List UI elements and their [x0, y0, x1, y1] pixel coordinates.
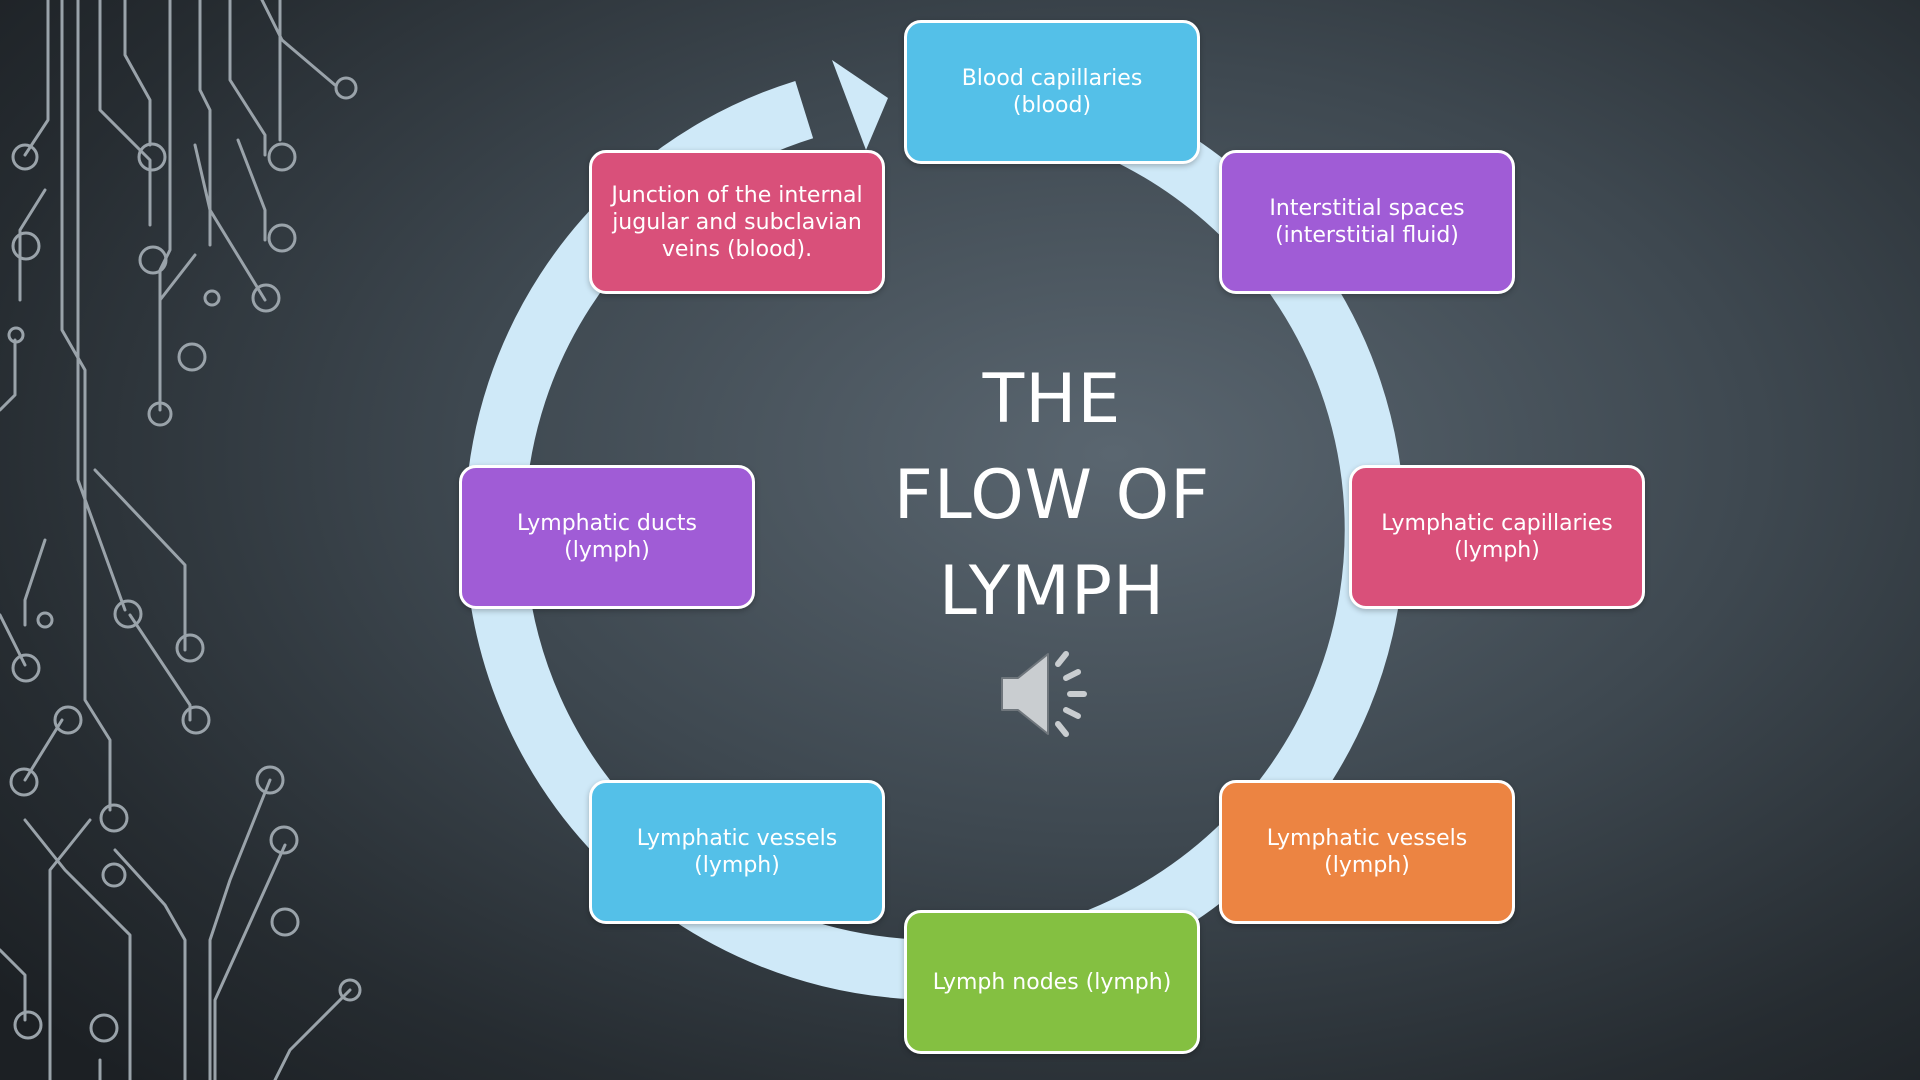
title-line-1: THE [982, 360, 1122, 439]
node-lymphatic-ducts: Lymphatic ducts (lymph) [459, 465, 755, 609]
circuit-nodes [7, 76, 362, 1043]
node-lymphatic-vessels-right: Lymphatic vessels (lymph) [1219, 780, 1515, 924]
speaker-icon[interactable] [996, 648, 1096, 740]
node-lymphatic-vessels-left: Lymphatic vessels (lymph) [589, 780, 885, 924]
circuit-decoration [0, 0, 362, 1080]
slide-title: THE FLOW OF LYMPH [852, 352, 1252, 640]
node-interstitial-spaces: Interstitial spaces (interstitial fluid) [1219, 150, 1515, 294]
node-junction-veins: Junction of the internal jugular and sub… [589, 150, 885, 294]
node-lymphatic-capillaries: Lymphatic capillaries (lymph) [1349, 465, 1645, 609]
title-line-3: LYMPH [938, 552, 1166, 631]
title-line-2: FLOW OF [893, 456, 1211, 535]
node-lymph-nodes: Lymph nodes (lymph) [904, 910, 1200, 1054]
circuit-lines [0, 0, 352, 1080]
node-blood-capillaries: Blood capillaries (blood) [904, 20, 1200, 164]
arrow-head-icon [832, 60, 888, 150]
